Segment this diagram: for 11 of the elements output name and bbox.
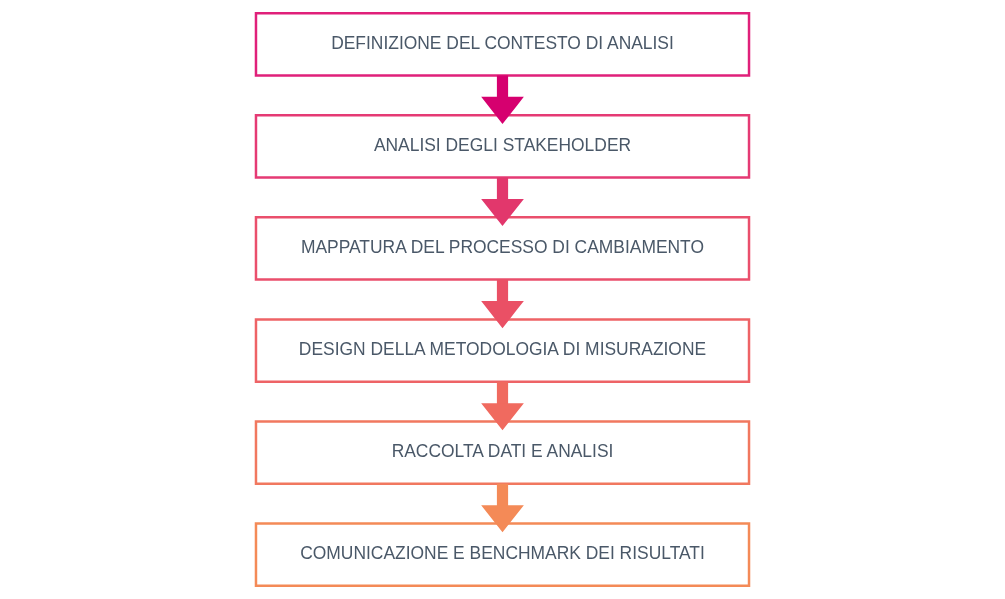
arrow	[481, 279, 524, 329]
node-box: ANALISI DEGLI STAKEHOLDER	[254, 114, 751, 179]
node-box: COMUNICAZIONE E BENCHMARK DEI RISULTATI	[254, 522, 751, 588]
arrow	[481, 381, 524, 431]
node-box: RACCOLTA DATI E ANALISI	[254, 420, 751, 485]
node-box: MAPPATURA DEL PROCESSO DI CAMBIAMENTO	[254, 216, 751, 281]
arrow	[481, 483, 524, 533]
node-box: DESIGN DELLA METODOLOGIA DI MISURAZIONE	[254, 318, 751, 383]
node-box: DEFINIZIONE DEL CONTESTO DI ANALISI	[254, 11, 751, 77]
arrow	[481, 177, 524, 227]
arrow	[481, 75, 524, 124]
